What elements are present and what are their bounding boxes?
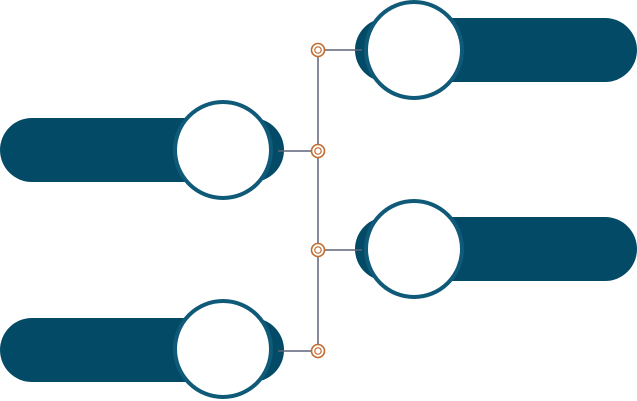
timeline-item-3	[310, 199, 637, 299]
item-4-node-inner	[314, 347, 322, 355]
item-3-circle	[364, 199, 464, 299]
timeline-item-2	[0, 100, 326, 200]
item-4-circle	[173, 299, 273, 399]
timeline-item-4	[0, 299, 326, 399]
timeline-item-1	[310, 0, 637, 100]
item-3-node-inner	[314, 246, 322, 254]
item-1-node-inner	[314, 46, 322, 54]
item-2-node-inner	[314, 147, 322, 155]
item-1-circle	[364, 0, 464, 100]
item-2-circle	[173, 100, 273, 200]
